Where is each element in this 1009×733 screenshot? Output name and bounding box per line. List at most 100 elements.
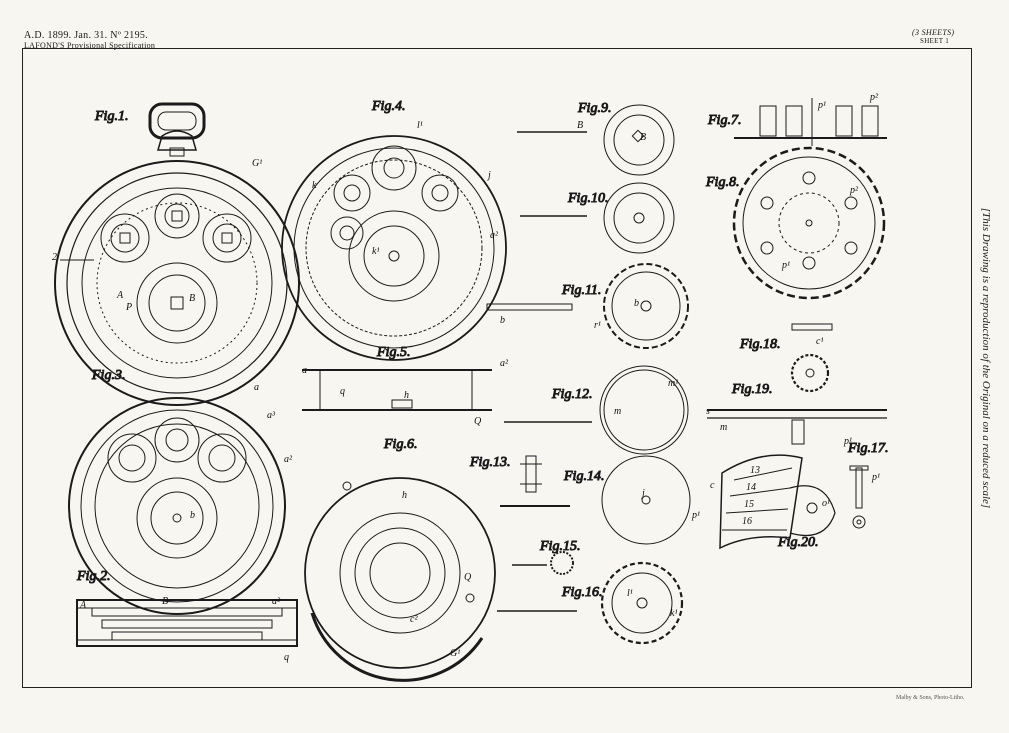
patent-drawing-plate: Fig.1. Fig.2. Fig.3. Fig.4. Fig.5. Fig.6… xyxy=(52,92,889,682)
fig3-label: Fig.3. xyxy=(91,368,125,383)
ref-o1-fig20: o¹ xyxy=(822,498,830,509)
header-sheet-number: SHEET 1 xyxy=(920,37,949,45)
ref-l1-fig4: l¹ xyxy=(417,120,423,131)
ref-B-fig9: B xyxy=(640,132,646,143)
ref-c-fig20: c xyxy=(710,480,715,491)
fig13-pinion xyxy=(500,455,570,507)
fig8-label: Fig.8. xyxy=(705,175,739,190)
fig6-plate xyxy=(304,477,496,682)
fig5-section xyxy=(302,369,492,411)
fig10-disc xyxy=(520,182,675,254)
ref-a2-fig2: a² xyxy=(272,596,281,607)
fig13-label: Fig.13. xyxy=(469,455,510,470)
ref-p1-fig19: p¹ xyxy=(843,436,852,447)
ref-k1-fig16: k¹ xyxy=(670,608,677,619)
ref-B-side-fig9: B xyxy=(577,120,583,131)
ref-G1-fig6: G¹ xyxy=(450,648,460,659)
fig10-label: Fig.10. xyxy=(567,191,608,206)
ref-2-fig1: 2 xyxy=(52,252,57,263)
dial-13-fig20: 13 xyxy=(750,465,760,476)
fig20-label: Fig.20. xyxy=(777,535,818,550)
fig19-section xyxy=(707,409,887,445)
header-date-line: A.D. 1899. Jan. 31. Nº 2195. xyxy=(24,30,148,41)
ref-s-fig19: s xyxy=(706,406,710,417)
ref-a-fig5: a xyxy=(302,365,307,376)
fig17-pin xyxy=(849,465,869,529)
fig1-label: Fig.1. xyxy=(94,109,128,124)
fig15-fig16-wheels xyxy=(497,551,684,645)
ref-l-fig16: l¹ xyxy=(627,588,633,599)
fig15-label: Fig.15. xyxy=(539,539,580,554)
fig11-toothed-ring xyxy=(486,263,689,349)
ref-p1-fig17: p¹ xyxy=(871,472,880,483)
ref-g-fig2: q xyxy=(284,652,289,663)
ref-G1-fig1: G¹ xyxy=(252,158,262,169)
ref-b-fig3: b xyxy=(190,510,195,521)
fig7-assembly xyxy=(734,98,887,146)
ref-p2-fig8: p² xyxy=(849,185,859,196)
ref-m1-fig12: m¹ xyxy=(668,378,678,389)
ref-j-fig4: j xyxy=(486,170,491,181)
fig14-disc xyxy=(601,455,691,545)
fig18-label: Fig.18. xyxy=(739,337,780,352)
ref-m-fig12: m xyxy=(614,406,621,417)
fig11-label: Fig.11. xyxy=(561,283,601,298)
ref-a3-fig3: a³ xyxy=(267,410,276,421)
footer-imprint: Malby & Sons, Photo-Litho. xyxy=(896,695,965,701)
ref-b-fig11: b xyxy=(634,298,639,309)
ref-h-fig6: h xyxy=(402,490,407,501)
fig20-sector xyxy=(719,454,836,550)
fig9-label: Fig.9. xyxy=(577,101,611,116)
header-spec-line: LAFOND'S Provisional Specification xyxy=(24,41,156,50)
fig19-label: Fig.19. xyxy=(731,382,772,397)
fig12-ring xyxy=(504,365,689,455)
fig3-dial xyxy=(68,397,286,615)
ref-Q-fig5: Q xyxy=(474,416,482,427)
ref-a2-fig5: a² xyxy=(500,358,509,369)
ref-p1-fig7: p¹ xyxy=(817,100,826,111)
fig2-label: Fig.2. xyxy=(76,569,110,584)
fig6-label: Fig.6. xyxy=(383,437,417,452)
ref-a2-fig4: a² xyxy=(490,230,499,241)
ref-a2-fig3: a² xyxy=(284,454,293,465)
fig1-watch-dial xyxy=(54,102,300,406)
fig7-label: Fig.7. xyxy=(707,113,741,128)
ref-k1-fig4: k¹ xyxy=(372,246,379,257)
fig4-mechanism xyxy=(281,135,507,361)
ref-k-fig4: k xyxy=(312,180,317,191)
fig18-pinion xyxy=(790,323,833,393)
dial-14-fig20: 14 xyxy=(746,482,756,493)
ref-q-fig5: q xyxy=(340,386,345,397)
side-note-vertical: [This Drawing is a reproduction of the O… xyxy=(978,188,994,528)
ref-A-fig1: A xyxy=(116,290,124,301)
ref-A-fig2: A xyxy=(79,600,87,611)
fig9-disc xyxy=(517,104,675,176)
fig16-label: Fig.16. xyxy=(561,585,602,600)
fig8-star-wheel xyxy=(732,146,886,300)
ref-c1-fig18: c¹ xyxy=(816,336,823,347)
ref-P-fig1: P xyxy=(125,302,132,313)
ref-p1-fig14: p¹ xyxy=(691,510,700,521)
fig5-label: Fig.5. xyxy=(376,345,410,360)
fig12-label: Fig.12. xyxy=(551,387,592,402)
ref-B-fig1: B xyxy=(189,293,195,304)
fig4-label: Fig.4. xyxy=(371,99,405,114)
ref-m-fig19: m xyxy=(720,422,727,433)
ref-Q-fig6: Q xyxy=(464,572,472,583)
ref-c2-fig6: c² xyxy=(410,614,418,625)
ref-b-side-fig11: b xyxy=(500,315,505,326)
ref-h-fig5: h xyxy=(404,390,409,401)
ref-p1-fig8: p¹ xyxy=(781,260,790,271)
header-sheets: (3 SHEETS) xyxy=(912,28,955,37)
ref-a-fig3: a xyxy=(254,382,259,393)
dial-16-fig20: 16 xyxy=(742,516,752,527)
drawing-frame xyxy=(22,48,972,688)
side-note-text: [This Drawing is a reproduction of the O… xyxy=(980,207,992,509)
ref-j-fig14: j xyxy=(640,488,645,499)
fig2-section xyxy=(76,599,298,647)
fig14-label: Fig.14. xyxy=(563,469,604,484)
ref-B-fig2: B xyxy=(162,596,168,607)
ref-p2-fig7: p² xyxy=(869,92,879,103)
fig17-label: Fig.17. xyxy=(847,441,888,456)
dial-15-fig20: 15 xyxy=(744,499,754,510)
